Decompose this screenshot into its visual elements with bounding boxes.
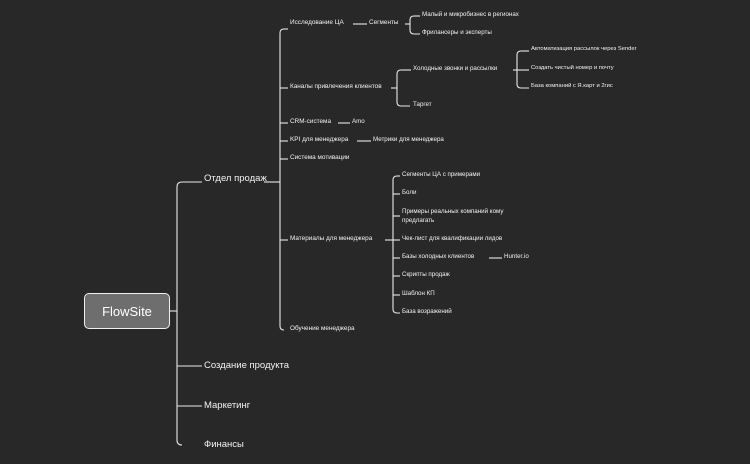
node-material-checklist[interactable]: Чек-лист для квалификации лидов: [402, 235, 503, 242]
node-hunter[interactable]: Hunter.io: [504, 253, 529, 260]
node-materials[interactable]: Материалы для менеджера: [290, 235, 373, 242]
branch-marketing[interactable]: Маркетинг: [204, 400, 251, 411]
node-material-pains[interactable]: Боли: [402, 189, 417, 196]
root-node[interactable]: FlowSite: [84, 293, 170, 329]
node-companies-db[interactable]: База компаний с Я.карт и 2гис: [531, 83, 613, 89]
node-metrics[interactable]: Метрики для менеджера: [373, 136, 444, 143]
node-research[interactable]: Исследование ЦА: [290, 19, 344, 26]
node-automation[interactable]: Автоматизация рассылок через Sender: [531, 46, 637, 52]
node-material-objections[interactable]: База возражений: [402, 308, 452, 315]
node-amo[interactable]: Amo: [352, 118, 365, 125]
node-material-segments[interactable]: Сегменты ЦА с примерами: [402, 171, 481, 178]
branch-product[interactable]: Создание продукта: [204, 360, 290, 371]
node-material-examples[interactable]: Примеры реальных компаний кому предлагат…: [402, 208, 504, 224]
branch-sales[interactable]: Отдел продаж: [204, 173, 267, 184]
node-channels[interactable]: Каналы привлечения клиентов: [290, 83, 382, 90]
branch-finance[interactable]: Финансы: [204, 439, 244, 450]
node-small-biz[interactable]: Малый и микробизнес в регионах: [422, 11, 519, 18]
node-training[interactable]: Обучение менеджера: [290, 325, 355, 332]
node-material-kp[interactable]: Шаблон КП: [402, 290, 435, 297]
node-material-cold-db[interactable]: Базы холодных клиентов: [402, 253, 475, 260]
node-segments[interactable]: Сегменты: [369, 19, 399, 26]
node-kpi[interactable]: KPI для менеджера: [290, 136, 349, 143]
node-new-number[interactable]: Создать чистый номер и почту: [531, 65, 614, 71]
node-motivation[interactable]: Система мотивации: [290, 154, 350, 161]
node-target[interactable]: Таргет: [413, 101, 432, 108]
node-material-scripts[interactable]: Скрипты продаж: [402, 271, 450, 278]
node-cold-outreach[interactable]: Холодные звонки и рассылки: [413, 65, 498, 72]
node-crm[interactable]: CRM-система: [290, 118, 331, 125]
node-freelancers[interactable]: Фрилансеры и эксперты: [422, 29, 492, 36]
